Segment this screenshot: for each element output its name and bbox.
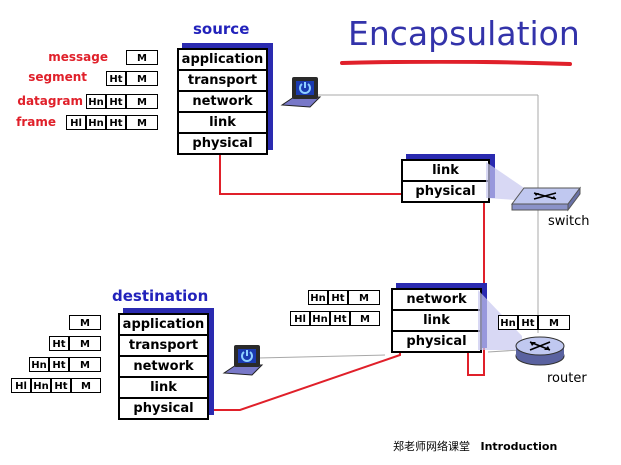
header-Hn: Hn [86,115,106,130]
label-segment: segment [28,70,87,84]
header-Ht: Ht [106,94,126,109]
router-label: router [547,371,587,386]
header-Hn: Hn [31,378,51,393]
router-layer-network: network [393,290,480,311]
header-M: M [126,94,158,109]
label-message: message [48,50,108,64]
router-layer-link: link [393,311,480,332]
header-M: M [126,50,158,65]
source-layer-physical: physical [192,136,253,151]
header-Ht: Ht [49,357,69,372]
header-Hn: Hn [308,290,328,305]
dest-layer-link: link [120,378,207,399]
header-Hl: Hl [66,115,86,130]
dest-layer-network: network [120,357,207,378]
header-M: M [350,311,380,326]
header-Hl: Hl [11,378,31,393]
title-underline [340,60,572,66]
router-layer-physical: physical [406,334,467,349]
header-Ht: Ht [51,378,71,393]
header-Hn: Hn [498,315,518,330]
computer-icon [222,345,264,376]
header-Hn: Hn [29,357,49,372]
header-M: M [126,71,158,86]
dest-layer-transport: transport [120,336,207,357]
source-stack: application transport network link physi… [177,48,268,155]
destination-stack: application transport network link physi… [118,313,209,420]
header-M: M [126,115,158,130]
label-frame: frame [16,115,56,129]
header-M: M [69,336,101,351]
footer-topic: Introduction [480,440,558,453]
header-Ht: Ht [49,336,69,351]
header-Ht: Ht [106,115,126,130]
header-M: M [69,315,101,330]
header-M: M [538,315,570,330]
switch-label: switch [548,214,590,229]
switch-layer-link: link [403,161,488,182]
header-M: M [71,378,101,393]
header-Hl: Hl [290,311,310,326]
source-layer-network: network [179,92,266,113]
header-Hn: Hn [86,94,106,109]
dest-layer-application: application [120,315,207,336]
router-icon [515,336,565,366]
header-M: M [348,290,380,305]
footer: 郑老师网络课堂 Introduction [393,438,557,454]
header-Ht: Ht [330,311,350,326]
source-layer-transport: transport [179,71,266,92]
source-label: source [193,20,250,38]
page-title: Encapsulation [348,14,580,53]
source-layer-link: link [179,113,266,134]
router-stack: network link physical [391,288,482,353]
header-Ht: Ht [106,71,126,86]
destination-label: destination [112,287,209,305]
computer-icon [280,77,322,108]
header-Ht: Ht [328,290,348,305]
switch-stack: link physical [401,159,490,203]
header-Hn: Hn [310,311,330,326]
footer-course: 郑老师网络课堂 [393,440,470,453]
dest-layer-physical: physical [133,401,194,416]
switch-icon [511,186,581,212]
switch-layer-physical: physical [415,184,476,199]
source-layer-application: application [179,50,266,71]
header-Ht: Ht [518,315,538,330]
label-datagram: datagram [17,94,83,108]
header-M: M [69,357,101,372]
